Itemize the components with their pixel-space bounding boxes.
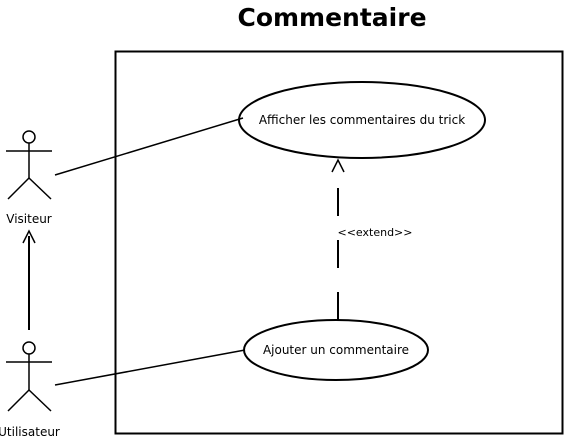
actor-label: Utilisateur <box>0 425 60 439</box>
extend-relation: <<extend>> <box>331 158 416 320</box>
diagram-title: Commentaire <box>237 3 426 32</box>
use-case-ajouter-commentaire: Ajouter un commentaire <box>243 319 429 381</box>
use-case-ellipse <box>238 81 486 159</box>
actor-label: Visiteur <box>6 212 52 226</box>
actor-visiteur: Visiteur <box>6 130 52 226</box>
association-line-utilisateur <box>54 349 246 386</box>
actor-head <box>22 341 36 355</box>
use-case-label: Ajouter un commentaire <box>263 343 409 357</box>
actor-leg-left <box>7 177 30 200</box>
generalization-arrowhead <box>22 229 36 244</box>
use-case-label: Afficher les commentaires du trick <box>259 113 465 127</box>
actor-leg-right <box>28 389 52 412</box>
system-boundary <box>114 50 564 435</box>
actor-utilisateur: Utilisateur <box>0 341 60 439</box>
association-line-visiteur <box>54 117 244 176</box>
generalization-relation <box>22 229 36 330</box>
actor-head <box>22 130 36 144</box>
actor-leg-right <box>28 177 52 200</box>
extend-label-bg <box>334 222 416 240</box>
use-case-afficher-commentaires: Afficher les commentaires du trick <box>238 81 486 159</box>
extend-arrowhead <box>331 158 345 173</box>
actor-leg-left <box>7 389 30 412</box>
extend-label: <<extend>> <box>338 226 413 239</box>
